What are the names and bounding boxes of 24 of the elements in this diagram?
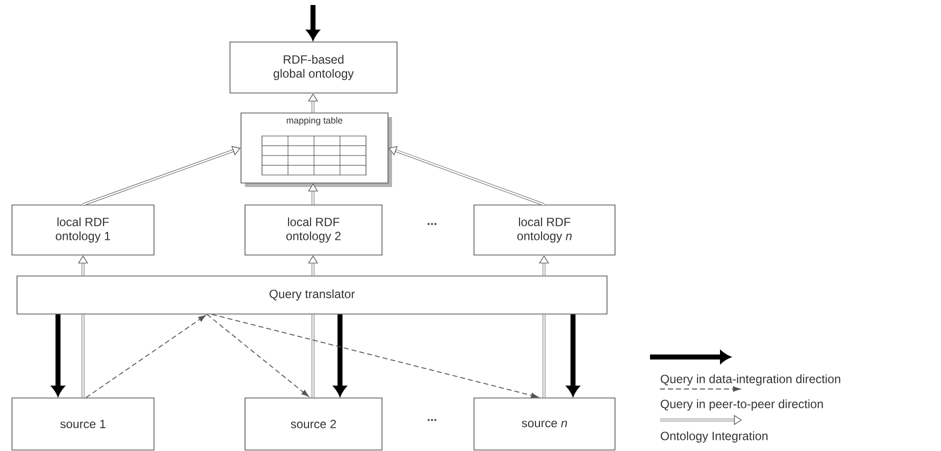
source-box: source n [474,398,616,450]
query-arrow [306,5,320,40]
legend-text: Query in data-integration direction [660,374,840,386]
query-arrow [52,314,64,396]
mapping-table-box: mapping table [240,112,388,184]
ellipsis: ... [428,419,436,421]
ontology-box: local RDF ontology 1 [12,204,154,256]
legend-text: Ontology Integration [660,431,768,443]
ontology-box: local RDF ontology 2 [244,204,382,256]
ontology-box: local RDF ontology n [474,204,616,256]
source-box: source 1 [12,398,154,450]
double-line [82,314,84,398]
translator-bar: Query translator [16,276,608,314]
query-arrow [334,314,346,396]
query-arrow [566,314,580,396]
dashed-arrow [86,315,206,398]
double-line [542,314,546,398]
source-box: source 2 [244,398,382,450]
dashed-arrow [206,314,309,397]
legend-text: Query in peer-to-peer direction [660,399,823,411]
double-line [312,314,314,398]
ellipsis: ... [428,223,436,225]
ontology-box: RDF-based global ontology [230,42,398,94]
dashed-arrow [212,314,538,398]
